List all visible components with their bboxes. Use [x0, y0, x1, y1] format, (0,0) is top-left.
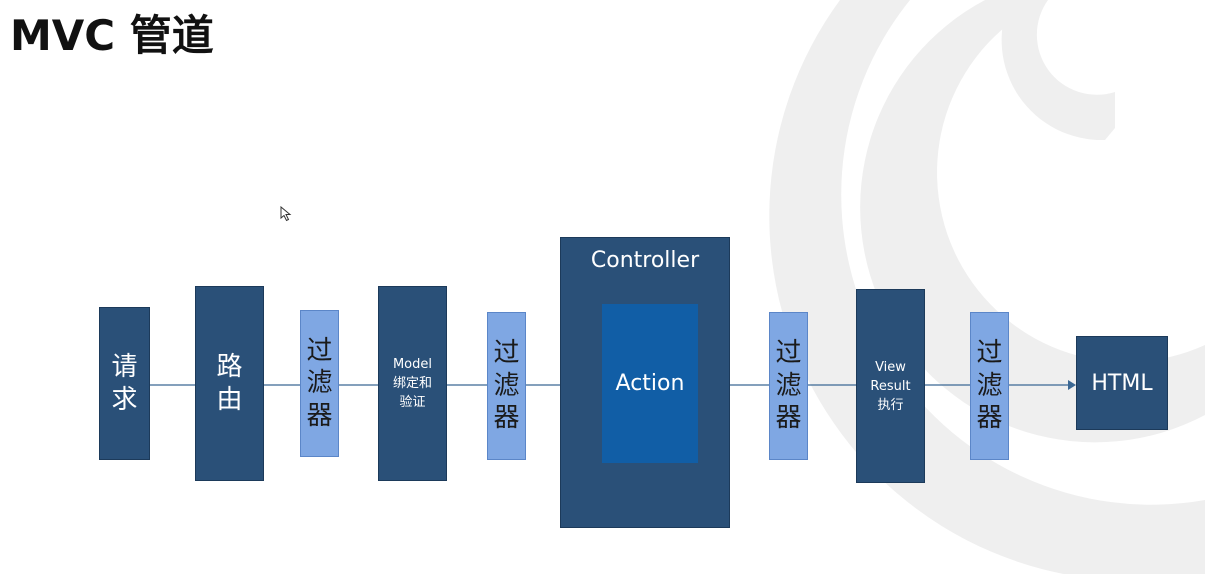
- filter-label-1: 过滤器: [306, 335, 333, 431]
- routing-box: 路由: [195, 286, 264, 481]
- model-binding-box: Model 绑定和 验证: [378, 286, 447, 481]
- action-label: Action: [615, 371, 685, 396]
- page-title: MVC 管道: [10, 11, 214, 60]
- model-binding-label: Model 绑定和 验证: [392, 357, 433, 410]
- filter-box-3: 过滤器: [769, 312, 808, 460]
- filter-label-4: 过滤器: [976, 338, 1003, 434]
- filter-box-2: 过滤器: [487, 312, 526, 460]
- controller-box: Controller Action: [560, 237, 730, 528]
- mouse-pointer-icon: [280, 206, 292, 222]
- view-result-box: View Result 执行: [856, 289, 925, 483]
- html-output-box: HTML: [1076, 336, 1168, 430]
- request-box: 请求: [99, 307, 150, 460]
- request-label: 请求: [111, 352, 138, 415]
- filter-box-1: 过滤器: [300, 310, 339, 457]
- filter-label-2: 过滤器: [493, 338, 520, 434]
- html-output-label: HTML: [1091, 370, 1153, 396]
- routing-label: 路由: [216, 352, 243, 415]
- controller-label: Controller: [590, 248, 700, 273]
- filter-label-3: 过滤器: [775, 338, 802, 434]
- view-result-label: View Result 执行: [870, 359, 911, 413]
- action-box: Action: [602, 304, 698, 463]
- filter-box-4: 过滤器: [970, 312, 1009, 460]
